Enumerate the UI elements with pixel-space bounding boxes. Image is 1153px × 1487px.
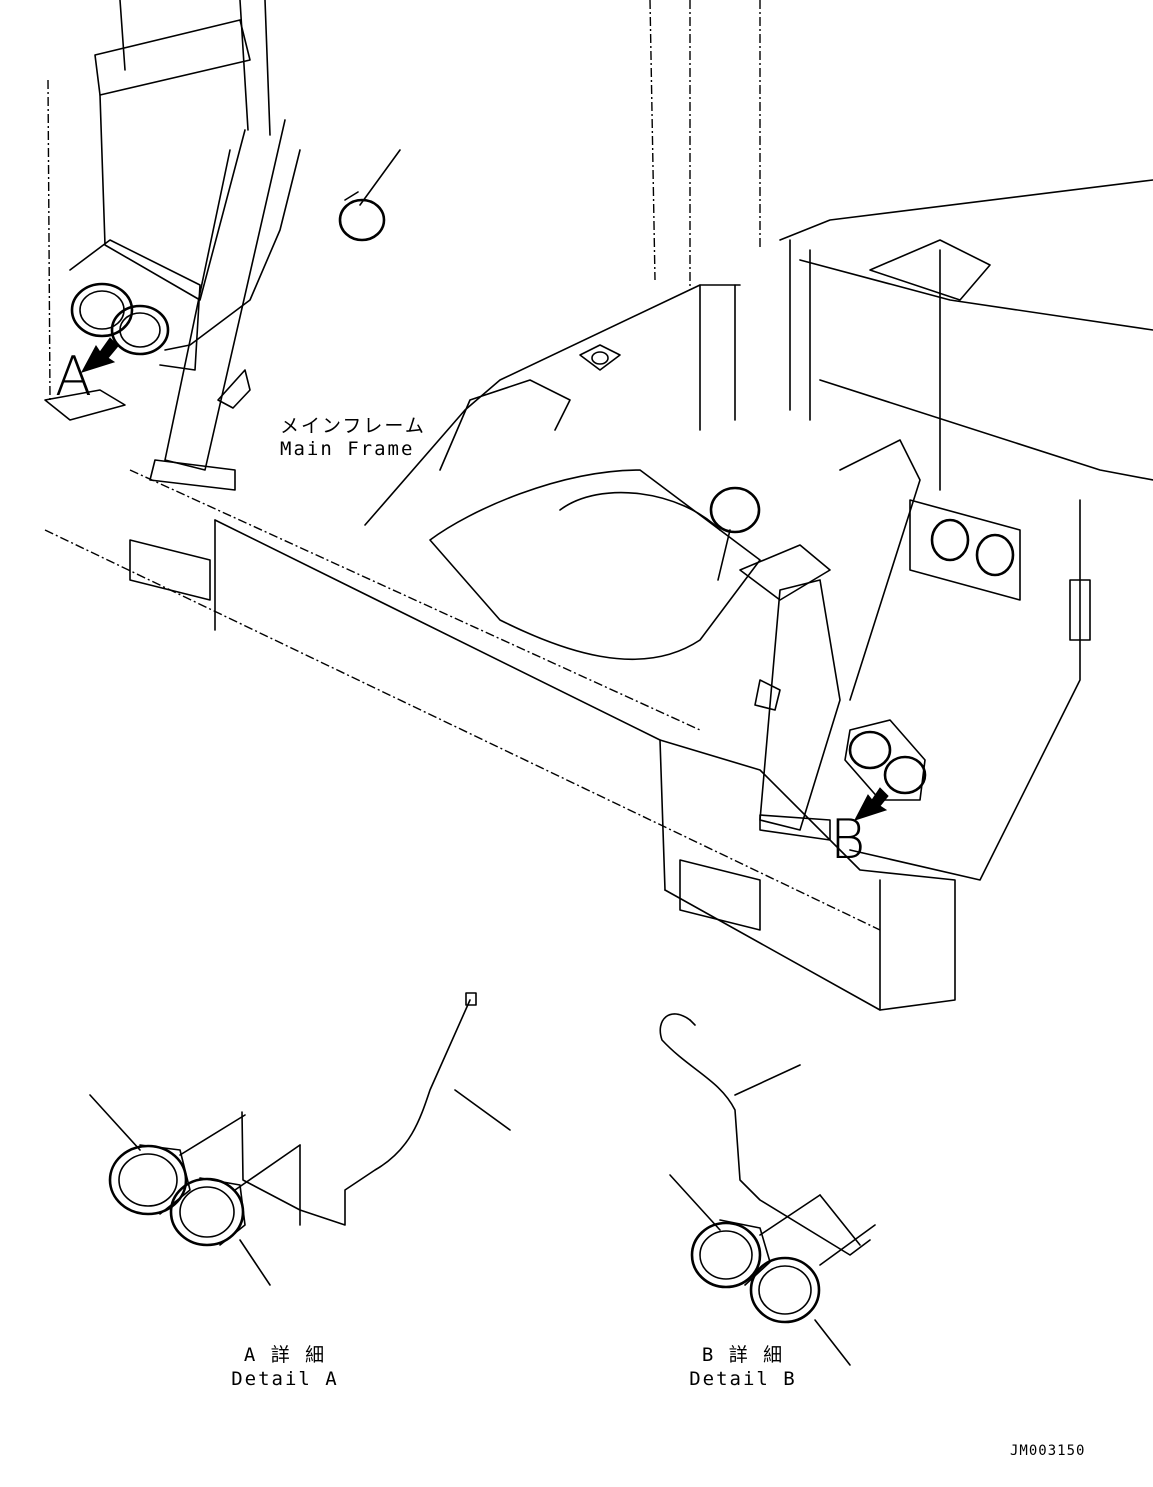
callout-b-label: B (830, 808, 866, 871)
horn (338, 149, 401, 242)
right-lamp-pair (844, 719, 927, 801)
callout-a-label: A (55, 345, 92, 408)
detail-a-label-jp: A 詳 細 (243, 1344, 327, 1366)
drawing-number: JM003150 (1010, 1443, 1086, 1459)
detail-b-drawing (659, 1013, 876, 1366)
detail-a-drawing (89, 992, 511, 1286)
center-beacon (709, 486, 761, 581)
main-frame (44, 284, 956, 1011)
detail-a-label-en: Detail A (231, 1368, 339, 1390)
main-frame-label-en: Main Frame (280, 438, 415, 460)
right-structure (649, 0, 1153, 881)
detail-b-label-jp: B 詳 細 (701, 1344, 785, 1366)
main-frame-label-jp: メインフレーム (280, 415, 426, 437)
view-arrow-a-icon (80, 337, 119, 373)
detail-b-label-en: Detail B (689, 1368, 797, 1390)
left-lamp-pair (70, 282, 170, 356)
view-arrow-b-icon (853, 787, 889, 821)
left-rear-post (44, 0, 286, 491)
